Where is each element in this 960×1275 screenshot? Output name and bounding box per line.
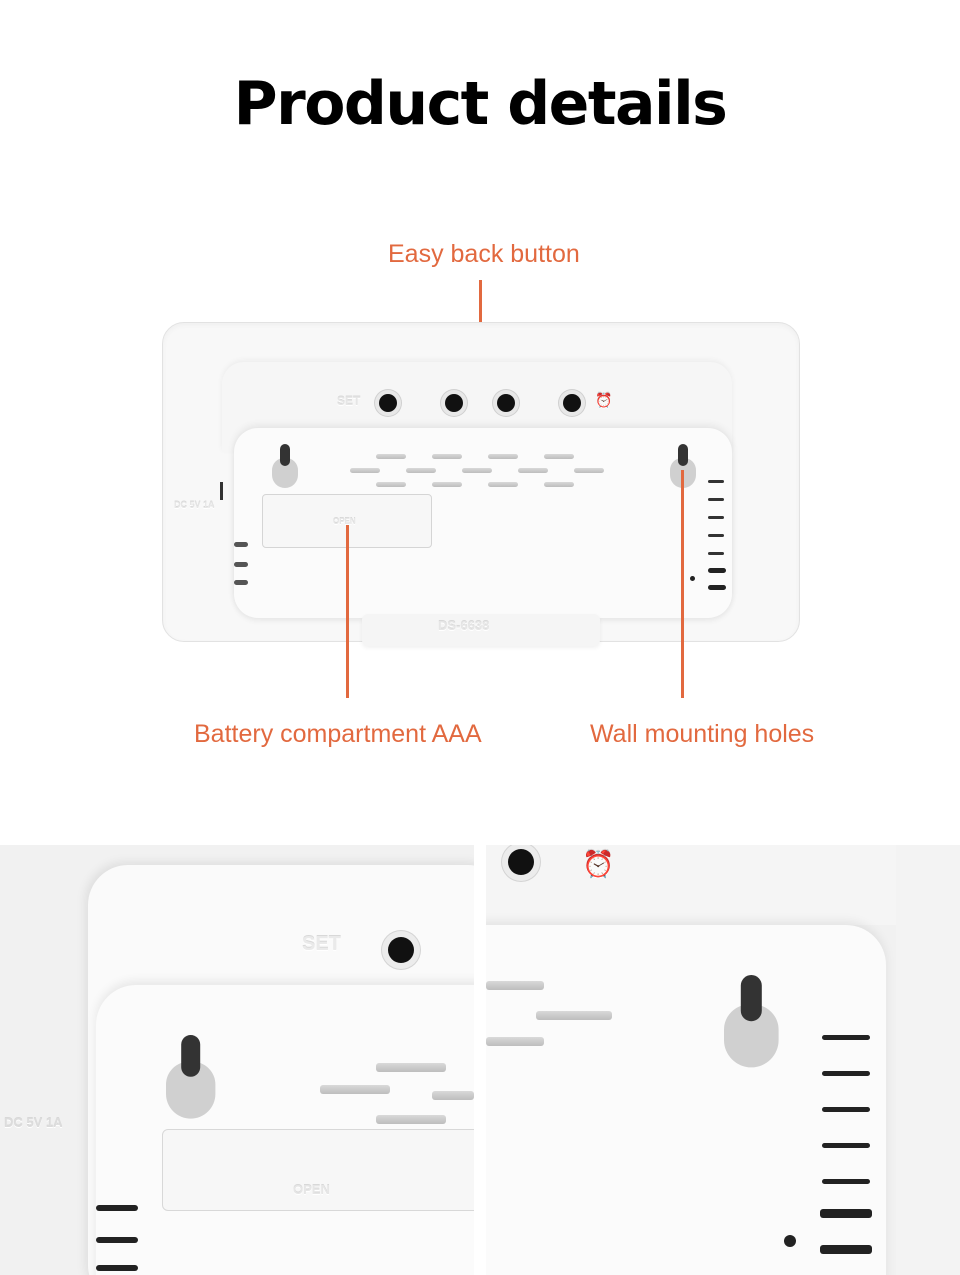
alarm-button[interactable] — [563, 394, 581, 412]
model-marking: DS-6638 — [438, 618, 490, 633]
leader-line-battery — [346, 525, 349, 698]
detail-photo-left: SET DC 5V 1A OPEN — [0, 845, 474, 1275]
callout-battery: Battery compartment AAA — [194, 720, 482, 748]
power-marking: DC 5V 1A — [174, 500, 215, 510]
page-title: Product details — [233, 69, 728, 139]
leader-line-wall-mount — [681, 470, 684, 698]
down-button[interactable] — [497, 394, 515, 412]
alarm-button-detail — [508, 849, 534, 875]
set-button-detail — [388, 937, 414, 963]
power-marking-detail: DC 5V 1A — [4, 1115, 63, 1130]
alarm-clock-icon: ⏰ — [595, 392, 613, 408]
clock-back-view: DC 5V 1A SET ⏰ OPEN DS-6638 — [162, 320, 802, 650]
kickstand: DS-6638 — [362, 614, 600, 646]
set-button[interactable] — [379, 394, 397, 412]
power-port — [220, 482, 223, 500]
back-cover: OPEN — [234, 428, 732, 618]
alarm-clock-icon: ⏰ — [582, 849, 615, 879]
callout-back-button: Easy back button — [388, 240, 580, 268]
detail-photo-right: ⏰ — [486, 845, 960, 1275]
callout-wall-mount: Wall mounting holes — [590, 720, 815, 748]
wall-mount-hole-detail — [724, 975, 779, 1072]
wall-mount-hole-detail — [166, 1035, 216, 1122]
set-label: SET — [337, 394, 361, 408]
battery-compartment-detail: OPEN — [162, 1129, 474, 1211]
up-button[interactable] — [445, 394, 463, 412]
wall-mount-hole-left — [272, 444, 298, 490]
